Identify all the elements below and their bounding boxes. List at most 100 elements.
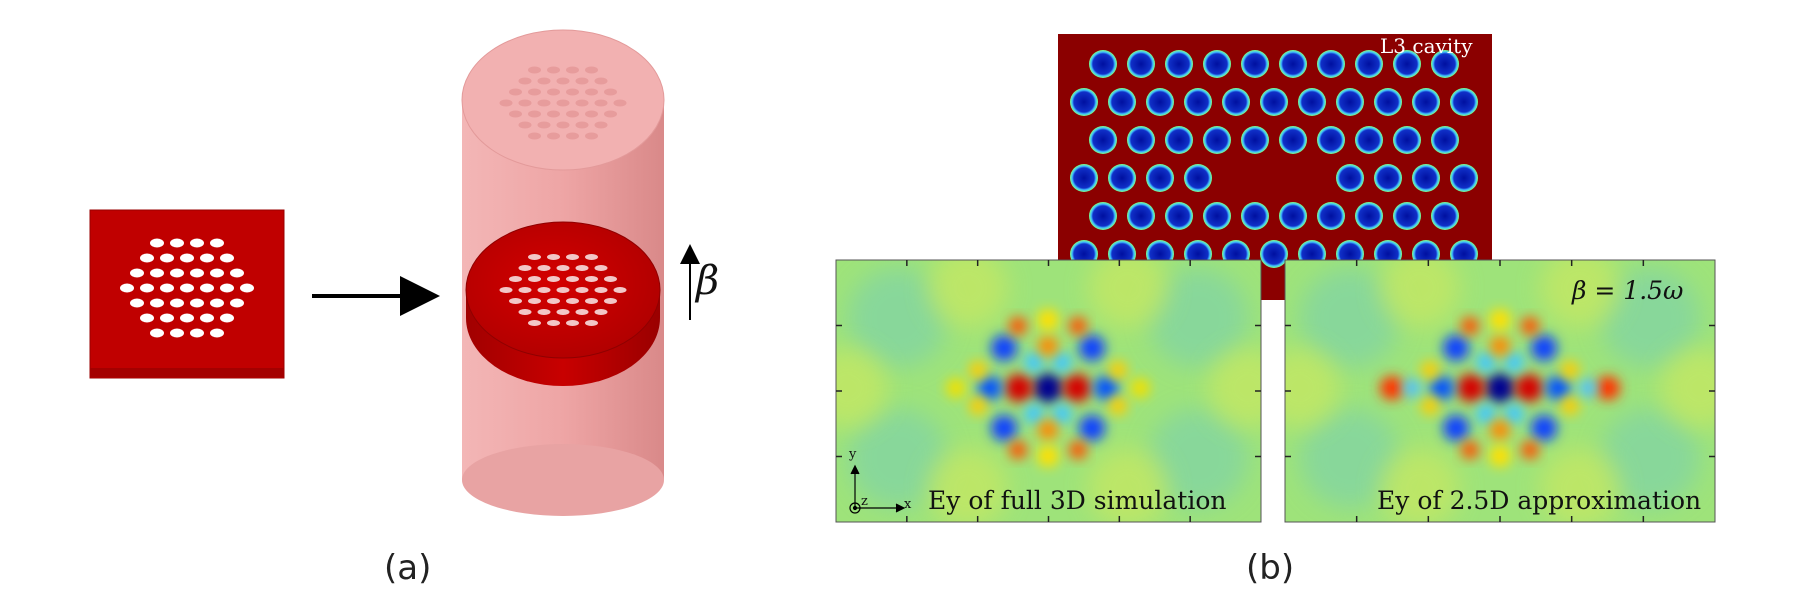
slab-hole bbox=[130, 268, 144, 278]
field-blob bbox=[1600, 268, 1700, 368]
disk-hole bbox=[585, 320, 598, 326]
slab-hole bbox=[200, 313, 214, 323]
disk-hole bbox=[604, 276, 617, 282]
disk-hole bbox=[604, 298, 617, 304]
field-blob bbox=[1504, 404, 1524, 424]
slab-hole bbox=[200, 253, 214, 263]
cylinder-top-hole bbox=[528, 88, 541, 96]
cavity-hole bbox=[1374, 164, 1402, 192]
panel-a-figure bbox=[89, 29, 700, 516]
cavity-hole bbox=[1298, 88, 1326, 116]
cylinder-top-hole bbox=[528, 110, 541, 118]
field-blob bbox=[1443, 335, 1469, 361]
slab-hole bbox=[170, 268, 184, 278]
field-blob bbox=[1579, 379, 1597, 397]
field-blob bbox=[1069, 317, 1087, 335]
beta-equation: β = 1.5ω bbox=[1572, 276, 1684, 305]
cavity-hole bbox=[1165, 202, 1193, 230]
cavity-hole bbox=[1222, 88, 1250, 116]
cylinder-top-hole bbox=[518, 121, 532, 129]
field-blob bbox=[1490, 420, 1510, 440]
slab-hole bbox=[140, 283, 154, 293]
cylinder-top-hole bbox=[585, 110, 598, 118]
cylinder-top-hole bbox=[585, 66, 598, 74]
field-blob bbox=[1531, 335, 1557, 361]
cavity-hole bbox=[1127, 126, 1155, 154]
cavity-hole bbox=[1203, 126, 1231, 154]
slab-hole bbox=[170, 298, 184, 308]
cavity-hole bbox=[1165, 50, 1193, 78]
cylinder-top-hole bbox=[537, 99, 551, 107]
cavity-hole bbox=[1146, 164, 1174, 192]
slab-hole bbox=[140, 253, 154, 263]
field-blob bbox=[1476, 404, 1496, 424]
slab-hole bbox=[230, 298, 244, 308]
cavity-hole bbox=[1393, 126, 1421, 154]
slab-2d bbox=[89, 209, 285, 379]
slab-hole bbox=[210, 238, 224, 248]
disk-hole bbox=[528, 276, 541, 282]
cavity-hole bbox=[1146, 88, 1174, 116]
disk-hole bbox=[594, 265, 608, 271]
cylinder-top-hole bbox=[556, 77, 570, 85]
cavity-hole bbox=[1355, 50, 1383, 78]
slab-hole bbox=[150, 268, 164, 278]
cylinder-top-hole bbox=[604, 110, 617, 118]
disk-hole bbox=[518, 287, 532, 293]
cylinder-top-hole bbox=[575, 121, 589, 129]
field-blob bbox=[1009, 441, 1027, 459]
slab-hole bbox=[180, 313, 194, 323]
disk-hole bbox=[566, 320, 579, 326]
cylinder-top-hole bbox=[528, 132, 541, 140]
beta-label: β bbox=[696, 258, 720, 304]
disk-hole bbox=[594, 287, 608, 293]
field-blob bbox=[991, 415, 1017, 441]
field-3d-label: Ey of full 3D simulation bbox=[928, 486, 1227, 515]
field-blob bbox=[1148, 408, 1248, 508]
slab-hole bbox=[180, 253, 194, 263]
cavity-hole bbox=[1450, 88, 1478, 116]
field-blob bbox=[1461, 317, 1479, 335]
cavity-hole bbox=[1279, 126, 1307, 154]
disk-hole bbox=[575, 265, 589, 271]
slab-hole bbox=[160, 253, 174, 263]
disk-hole bbox=[528, 298, 541, 304]
slab-hole bbox=[210, 268, 224, 278]
axis-x-label: x bbox=[904, 497, 912, 512]
disk-hole bbox=[594, 309, 608, 315]
cylinder-top-hole bbox=[594, 77, 608, 85]
cavity-hole bbox=[1108, 164, 1136, 192]
field-blob bbox=[1088, 260, 1168, 328]
slab-hole bbox=[220, 313, 234, 323]
field-blob bbox=[928, 448, 1008, 522]
cylinder-top-hole bbox=[518, 77, 532, 85]
field-map-3d bbox=[835, 259, 1262, 523]
cavity-hole bbox=[1431, 202, 1459, 230]
field-blob bbox=[1079, 415, 1105, 441]
field-blob bbox=[1208, 348, 1261, 428]
field-blob bbox=[1660, 348, 1715, 428]
disk-hole bbox=[528, 320, 541, 326]
field-blob bbox=[1380, 260, 1460, 328]
field-blob bbox=[836, 348, 888, 428]
slab-hole bbox=[210, 328, 224, 338]
caption-a: (a) bbox=[384, 548, 432, 588]
disk-hole bbox=[547, 276, 560, 282]
cavity-hole bbox=[1393, 202, 1421, 230]
field-blob bbox=[1037, 445, 1059, 467]
cavity-hole bbox=[1241, 50, 1269, 78]
disk-hole bbox=[566, 298, 579, 304]
field-blob bbox=[1380, 376, 1404, 400]
field-blob bbox=[946, 378, 966, 398]
cylinder-top-hole bbox=[537, 121, 551, 129]
caption-b: (b) bbox=[1246, 548, 1295, 588]
field-blob bbox=[848, 268, 948, 368]
field-blob bbox=[1088, 448, 1168, 522]
disk-hole bbox=[509, 298, 522, 304]
slab-hole bbox=[220, 283, 234, 293]
cavity-hole bbox=[1070, 88, 1098, 116]
cylinder-top-hole bbox=[547, 132, 560, 140]
field-blob bbox=[1037, 309, 1059, 331]
field-blob bbox=[1300, 268, 1400, 368]
disk-hole bbox=[537, 287, 551, 293]
